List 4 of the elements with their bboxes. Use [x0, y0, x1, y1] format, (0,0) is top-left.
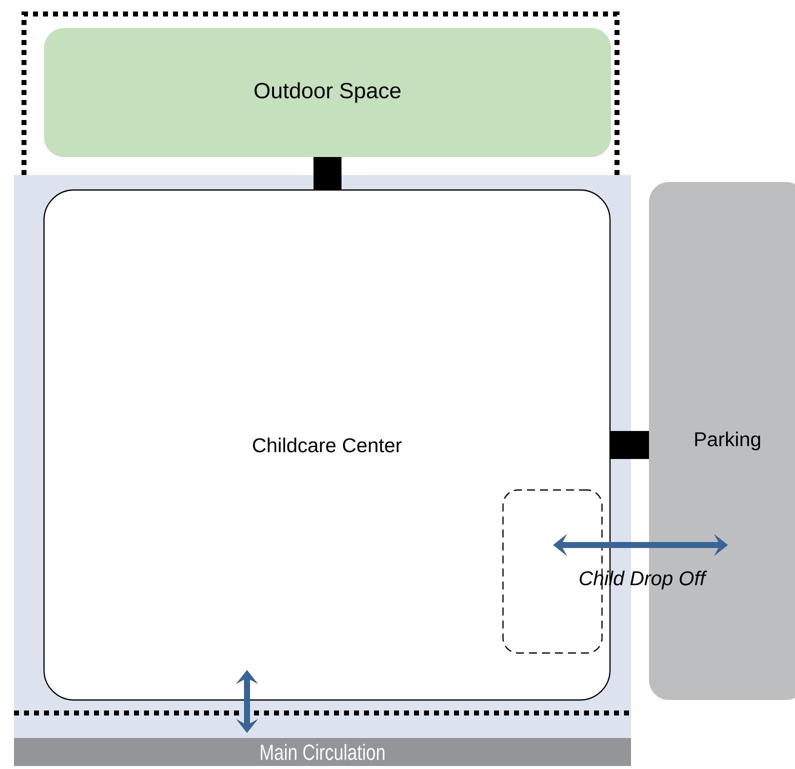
- connector-block: [610, 431, 649, 459]
- outdoor-space-box: Outdoor Space: [44, 28, 611, 157]
- connector-block: [314, 157, 342, 190]
- circulation-bar: Main Circulation: [14, 738, 631, 766]
